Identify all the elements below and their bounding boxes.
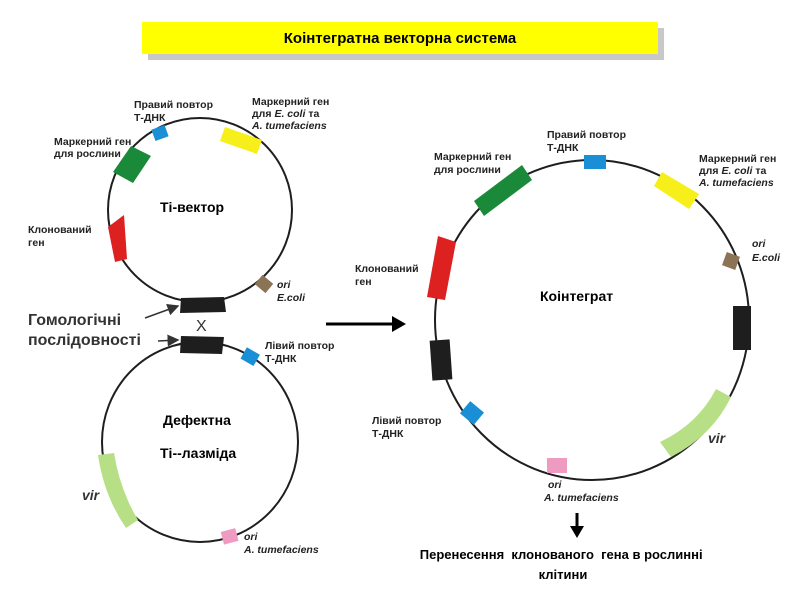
cointegrate-right-repeat-label: Правий повтор Т-ДНК — [547, 129, 629, 154]
transfer-caption: Перенесення клонованого гена в рослинні … — [420, 547, 706, 582]
ti-vector-homologous-block — [180, 297, 226, 313]
ti-vector-right-repeat-label: Правий повтор Т-ДНК — [134, 99, 216, 124]
ti-vector-cloned-gene-block — [108, 215, 127, 262]
ti-vector-plant-marker-label: Маркерний ген для рослини — [54, 136, 134, 160]
defective-name-line2: Ті--лазміда — [160, 445, 236, 461]
cointegrate-plant-marker-label: Маркерний ген для рослини — [434, 151, 514, 176]
ti-vector-ori-label: ori E.coli — [277, 279, 306, 304]
cointegrate-ori-ecoli-block — [722, 252, 740, 270]
ti-vector-cloned-gene-label: Клонований ген — [28, 224, 94, 249]
cointegrate-left-repeat-label: Лівий повтор Т-ДНК — [372, 415, 444, 440]
cointegrate-plant-marker-block — [474, 165, 532, 216]
homologous-arrow-bottom — [157, 334, 180, 347]
cointegrate-plasmid: Коінтеграт Правий повтор Т-ДНК Маркерний… — [355, 129, 781, 504]
defective-ori-label: ori A. tumefaciens — [243, 531, 319, 556]
ti-vector-plant-marker-block — [113, 146, 151, 183]
defective-ori-block — [220, 528, 239, 545]
cointegrate-right-repeat-block — [584, 155, 606, 169]
cointegrate-vir-block — [660, 389, 731, 457]
defective-vir-block — [98, 453, 138, 528]
defective-homologous-block — [180, 336, 224, 354]
cointegrate-ori-ecoli-label: ori E.coli — [752, 238, 781, 264]
page-title: Коінтегратна векторна система — [283, 29, 517, 47]
main-arrow-head — [392, 316, 406, 332]
cointegrate-ecoli-marker-block — [654, 172, 699, 209]
defective-left-repeat-block — [240, 347, 260, 367]
title-banner: Коінтегратна векторна система — [142, 22, 658, 54]
homologous-arrow-top — [144, 303, 180, 319]
down-arrow-head — [570, 526, 584, 538]
cointegrate-vir-label: vir — [708, 430, 727, 446]
defective-name-line1: Дефектна — [163, 412, 231, 428]
defective-left-repeat-label: Лівий повтор Т-ДНК — [265, 340, 337, 365]
ti-vector-right-repeat-block — [151, 124, 169, 142]
defective-vir-label: vir — [82, 487, 101, 503]
crossover-mark: X — [196, 318, 207, 335]
cointegrate-left-repeat-block — [459, 401, 485, 425]
cointegrate-cloned-gene-label: Клонований ген — [355, 263, 421, 288]
cointegrate-homologous-block — [733, 306, 751, 350]
cointegrate-homologous-block-2 — [429, 339, 453, 381]
cointegrate-cloned-gene-block — [427, 236, 456, 300]
ti-vector-name: Ті-вектор — [160, 199, 224, 215]
homologous-label: Гомологічні послідовності — [28, 312, 141, 349]
cointegrate-ori-agro-label: ori A. tumefaciens — [543, 479, 619, 504]
ti-vector-plasmid: Ті-вектор Правий повтор Т-ДНК Маркерний … — [28, 96, 332, 313]
cointegrate-name: Коінтеграт — [540, 288, 613, 304]
ti-vector-ori-block — [254, 274, 274, 294]
cointegrate-ori-agro-block — [547, 458, 567, 473]
ti-vector-ecoli-marker-block — [220, 127, 262, 154]
homologous-annotation: Гомологічні послідовності X — [28, 303, 207, 349]
defective-plasmid: Дефектна Ті--лазміда Лівий повтор Т-ДНК … — [82, 336, 337, 556]
